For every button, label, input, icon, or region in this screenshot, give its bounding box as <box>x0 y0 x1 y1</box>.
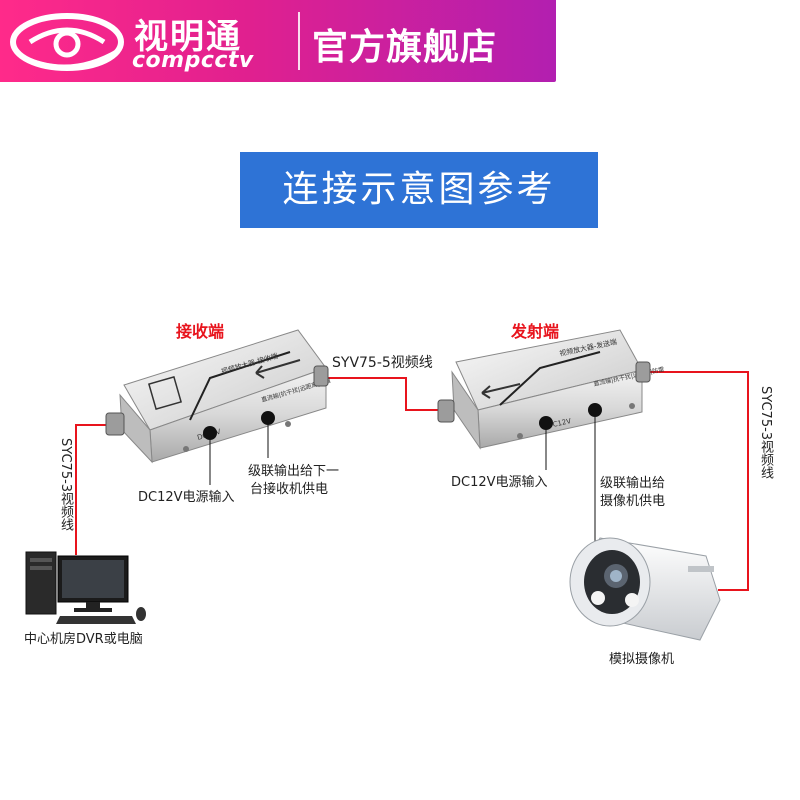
tx-power-annotation: DC12V电源输入 <box>451 471 548 490</box>
cable-left <box>76 425 108 555</box>
cable-label-middle: SYV75-5视频线 <box>332 352 433 372</box>
rx-cascade-annotation-2: 台接收机供电 <box>250 478 328 497</box>
tx-cascade-annotation-1: 级联输出给 <box>600 472 665 491</box>
rx-cascade-annotation-1: 级联输出给下一 <box>248 460 339 479</box>
transmitter-label: 发射端 <box>511 318 559 342</box>
cable-middle <box>320 378 440 410</box>
camera-caption: 模拟摄像机 <box>609 648 674 667</box>
computer-icon <box>26 552 146 624</box>
rx-power-annotation: DC12V电源输入 <box>138 486 235 505</box>
tx-cascade-annotation-2: 摄像机供电 <box>600 490 665 509</box>
cable-label-left: SYC75-3视频线 <box>56 438 75 531</box>
transmitter-box: 视频放大器-发送端 直流输|抗干扰|远距离|防雷 DC12V <box>438 330 665 544</box>
camera-icon <box>570 538 720 640</box>
cable-label-right: SYC75-3视频线 <box>756 386 775 479</box>
computer-caption: 中心机房DVR或电脑 <box>24 628 143 647</box>
receiver-label: 接收端 <box>176 318 224 342</box>
